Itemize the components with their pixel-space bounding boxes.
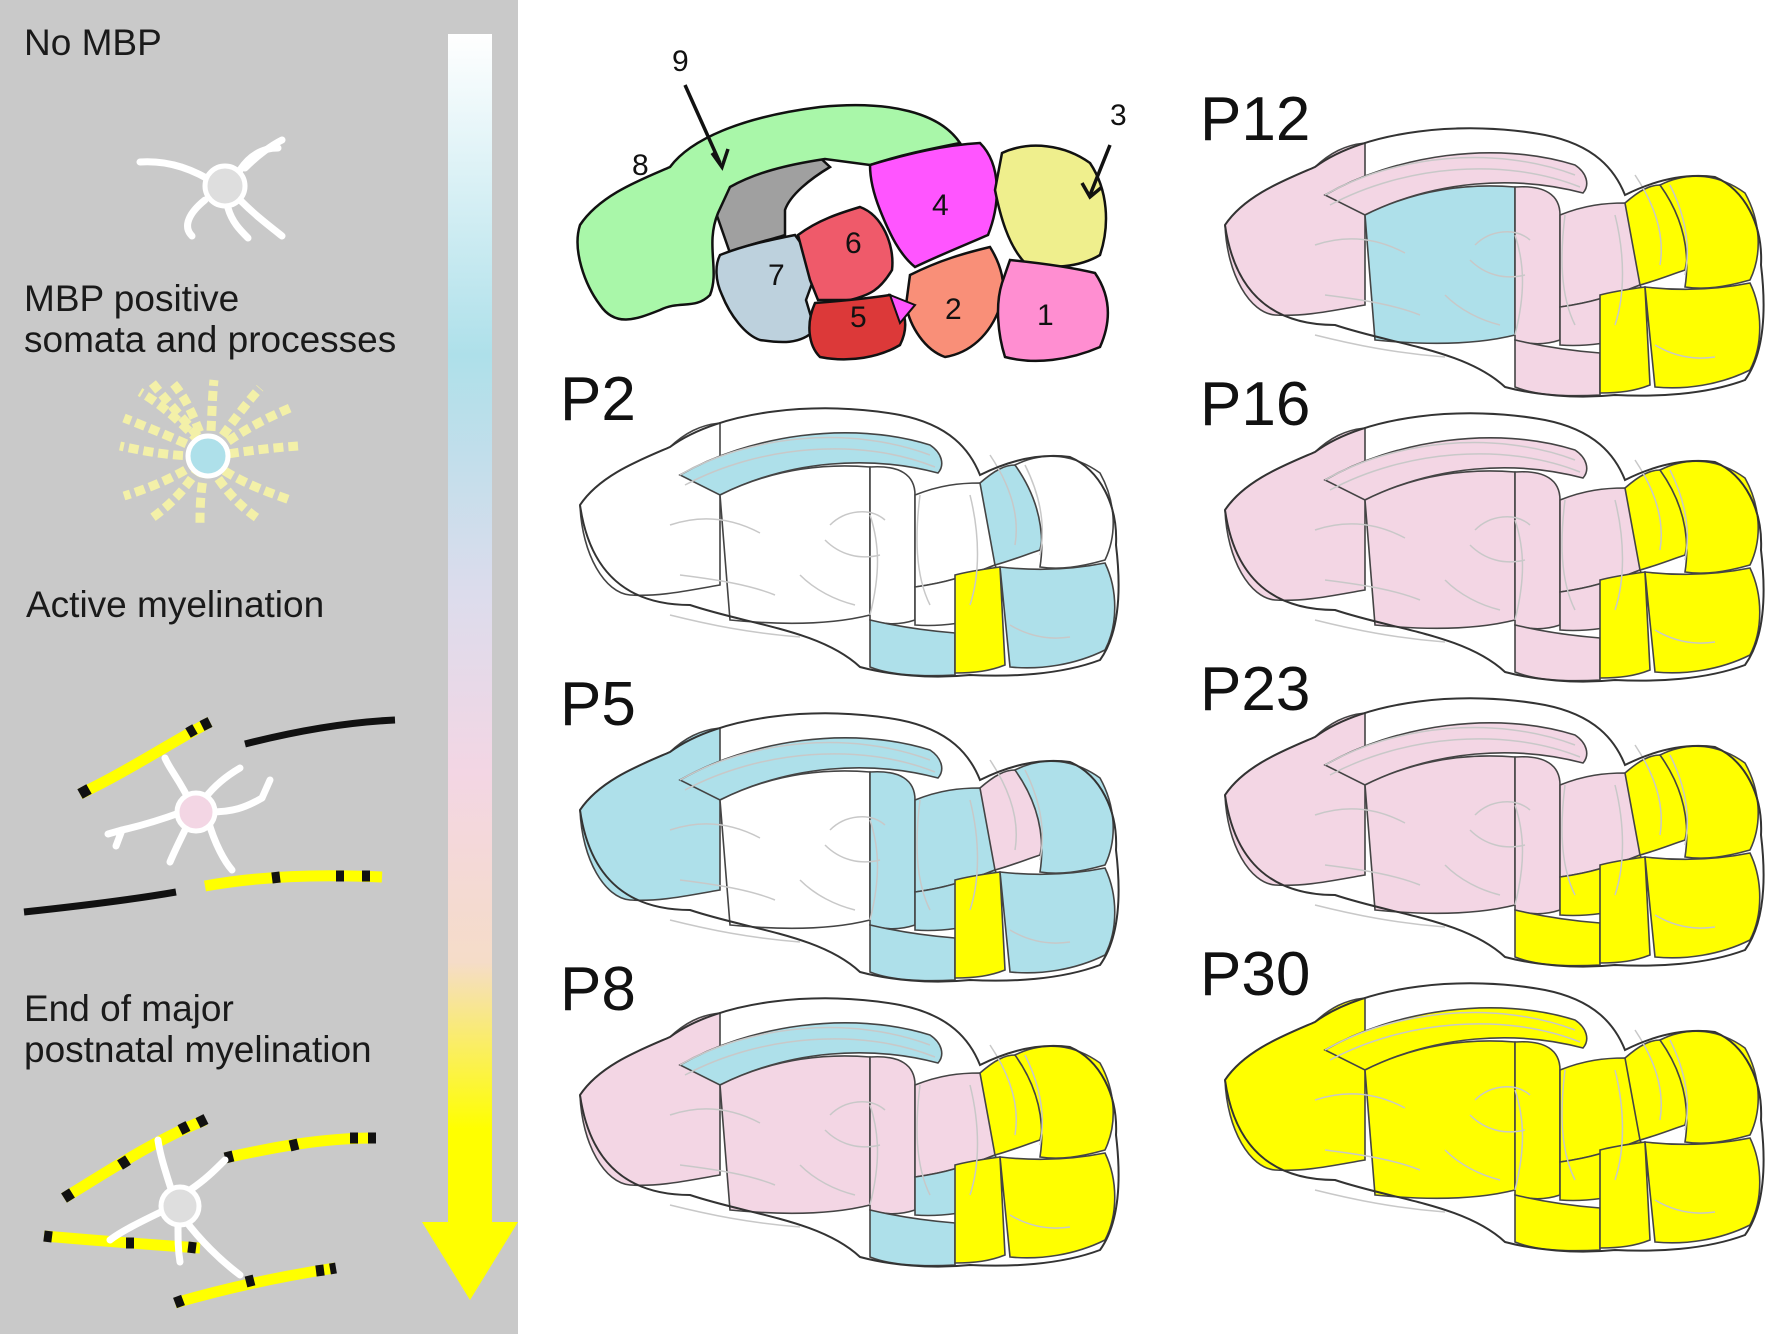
brain-outline <box>1223 127 1765 398</box>
brain-region-11 <box>1644 1137 1761 1244</box>
brain-region-3 <box>719 770 871 930</box>
brain-region-3 <box>1364 470 1516 630</box>
brain-outline <box>1223 982 1765 1253</box>
brain-region-3 <box>1364 755 1516 915</box>
key-number-5: 5 <box>850 301 867 334</box>
oligodendrocyte-myelinated-icon <box>43 1114 376 1309</box>
key-number-9: 9 <box>672 45 689 78</box>
brain-outline <box>578 407 1120 678</box>
stage-label-no-mbp: No MBP <box>24 22 162 63</box>
brain-region-10 <box>954 871 1006 979</box>
panel-label-p8: P8 <box>560 955 636 1024</box>
panel-label-p5: P5 <box>560 670 636 739</box>
brain-region-8 <box>869 618 956 677</box>
brain-region-1 <box>1224 427 1366 602</box>
brain-region-11 <box>1644 282 1761 389</box>
panel-label-p12: P12 <box>1200 85 1310 154</box>
brain-region-1 <box>1224 142 1366 317</box>
key-number-8: 8 <box>632 149 649 182</box>
brain-region-10 <box>1599 856 1651 964</box>
brain-panel-p12: P12 <box>1200 85 1765 398</box>
key-region-1 <box>996 258 1109 363</box>
key-region-6 <box>796 205 894 302</box>
brain-region-11 <box>1644 852 1761 959</box>
brain-outline <box>1223 412 1765 683</box>
brain-region-8 <box>1514 908 1601 967</box>
oligodendrocyte-active-myelination-icon <box>23 716 396 916</box>
brain-region-8 <box>1514 338 1601 397</box>
key-number-2: 2 <box>945 293 962 326</box>
brain-region-3 <box>719 465 871 625</box>
key-number-7: 7 <box>768 259 785 292</box>
brain-outline <box>578 712 1120 983</box>
brain-region-3 <box>1364 185 1516 345</box>
key-region-8 <box>576 103 963 321</box>
key-number-3: 3 <box>1110 99 1127 132</box>
brain-region-8 <box>869 923 956 982</box>
key-region-7 <box>715 233 820 344</box>
brain-outline <box>578 997 1120 1268</box>
key-map-arrows <box>683 84 1112 200</box>
brain-region-3 <box>719 1055 871 1215</box>
oligodendrocyte-no-mbp-icon <box>136 136 286 242</box>
brain-region-1 <box>579 727 721 902</box>
brain-region-3 <box>1364 1040 1516 1200</box>
brain-region-1 <box>579 422 721 597</box>
brain-region-11 <box>999 867 1116 974</box>
stage-label-active-myelination: Active myelination <box>26 584 325 625</box>
brain-region-1 <box>1224 712 1366 887</box>
brain-region-10 <box>954 1156 1006 1264</box>
brain-region-10 <box>1599 286 1651 394</box>
key-region-5 <box>808 293 907 361</box>
panel-label-p23: P23 <box>1200 655 1310 724</box>
brain-region-8 <box>1514 623 1601 682</box>
brain-outline <box>1223 697 1765 968</box>
brain-region-1 <box>1224 997 1366 1172</box>
brain-region-10 <box>954 566 1006 674</box>
panel-label-p30: P30 <box>1200 940 1310 1009</box>
brain-panel-p5: P5 <box>560 670 1120 983</box>
brain-region-10 <box>1599 1141 1651 1249</box>
panel-label-p16: P16 <box>1200 370 1310 439</box>
legend-graphics <box>23 34 518 1309</box>
oligodendrocyte-mbp-positive-icon <box>119 377 299 526</box>
brain-panel-p8: P8 <box>560 955 1120 1268</box>
key-number-1: 1 <box>1037 299 1054 332</box>
stage-label-end-myelination: End of major postnatal myelination <box>24 988 372 1071</box>
key-number-4: 4 <box>932 189 949 222</box>
brain-region-8 <box>869 1208 956 1267</box>
brain-region-10 <box>1599 571 1651 679</box>
brain-region-11 <box>999 1152 1116 1259</box>
key-number-6: 6 <box>845 227 862 260</box>
brain-panel-p2: P2 <box>560 365 1120 678</box>
brain-region-8 <box>1514 1193 1601 1252</box>
brain-region-11 <box>999 562 1116 669</box>
key-region-4 <box>868 141 999 269</box>
key-region-3 <box>993 144 1108 268</box>
stage-label-mbp-positive: MBP positive somata and processes <box>24 278 397 361</box>
stage-arrow <box>422 34 518 1300</box>
brain-panel-p16: P16 <box>1200 370 1765 683</box>
brain-panel-p23: P23 <box>1200 655 1765 968</box>
legend-panel: No MBP MBP positive somata and processes… <box>0 0 520 1334</box>
brain-region-11 <box>1644 567 1761 674</box>
brain-region-1 <box>579 1012 721 1187</box>
panel-label-p2: P2 <box>560 365 636 434</box>
brain-panel-p30: P30 <box>1200 940 1765 1253</box>
key-map: 1 2 3 4 5 6 7 8 9 <box>576 45 1127 363</box>
